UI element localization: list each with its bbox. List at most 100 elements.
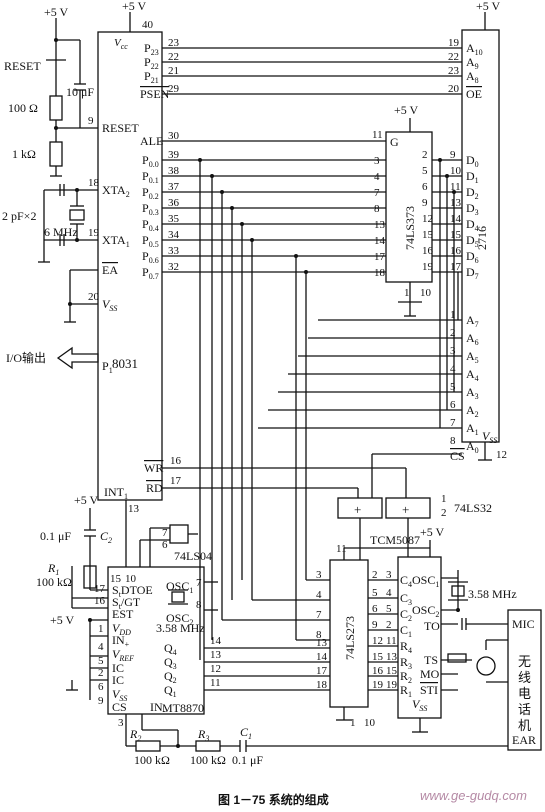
codec-in-pin: 2 xyxy=(386,619,392,631)
eprom-data-label: D5 xyxy=(466,233,479,249)
dtmf-vcc2-label: +5 V xyxy=(50,613,75,627)
dtmf-q2: Q2 xyxy=(164,669,177,685)
latch-in-pin: 17 xyxy=(374,251,386,263)
codec-in-pin: 11 xyxy=(386,635,397,647)
eprom-pin12: 12 xyxy=(496,449,507,461)
eprom-data-pin: 9 xyxy=(450,149,456,161)
inverter-74ls04-box xyxy=(169,524,189,544)
mcu-pin17: 17 xyxy=(170,475,182,487)
eprom-addr-pin: 5 xyxy=(450,381,456,393)
dtmf-vref: VREF xyxy=(112,647,134,663)
codec-in-pin: 19 xyxy=(386,679,398,691)
mcu-pin16: 16 xyxy=(170,455,182,467)
latch-74ls373-box xyxy=(385,131,433,283)
mcu-pin-number: 32 xyxy=(168,261,179,273)
eprom-data-label: D4 xyxy=(466,217,479,233)
buffer-pin1: 1 xyxy=(350,717,356,729)
mcu-p0-label: P0.6 xyxy=(142,249,159,265)
gate-frac-den: 2 xyxy=(441,507,447,519)
buffer-out-pin: 19 xyxy=(372,679,384,691)
dtmf-osc1: OSC1 xyxy=(166,579,193,595)
dtmf-pin2: 2 xyxy=(98,667,104,679)
eprom-addr-label: A1 xyxy=(466,421,479,437)
dtmf-vcc-label: +5 V xyxy=(74,493,99,507)
latch-in-pin: 18 xyxy=(374,267,386,279)
eprom-pin-number: 23 xyxy=(448,65,460,77)
dtmf-pin11: 11 xyxy=(210,677,221,689)
dtmf-c2-label: C2 xyxy=(100,529,112,545)
latch-gnd1: 1 xyxy=(404,287,410,299)
buffer-out-pin: 9 xyxy=(372,619,378,631)
mcu-xta1: XTA1 xyxy=(102,233,130,249)
buffer-out-pin: 5 xyxy=(372,587,378,599)
eprom-addr-pin: 8 xyxy=(450,435,456,447)
buffer-pin11: 11 xyxy=(336,543,347,555)
codec-in-pin: 3 xyxy=(386,569,392,581)
latch-out-pin: 15 xyxy=(422,229,434,241)
phone-mic: MIC xyxy=(512,617,535,631)
dtmf-mt8870-box xyxy=(107,566,205,715)
latch-out-pin: 12 xyxy=(422,213,433,225)
mcu-pin19: 19 xyxy=(88,227,100,239)
inverter-pin6: 6 xyxy=(162,539,168,551)
mcu-vss: VSS xyxy=(102,297,117,313)
mcu-pin-number: 35 xyxy=(168,213,180,225)
dtmf-vdd: VDD xyxy=(112,621,131,637)
eprom-pin-label: A8 xyxy=(466,69,479,85)
mcu-pin-label: P22 xyxy=(144,55,159,71)
codec-r-label: R4 xyxy=(400,639,412,655)
eprom-addr-label: A4 xyxy=(466,367,479,383)
eprom-addr-label: A0 xyxy=(466,439,479,455)
inverter-pin7: 7 xyxy=(162,527,168,539)
codec-in-pin: 13 xyxy=(386,651,398,663)
buffer-name: 74LS273 xyxy=(343,616,357,660)
buffer-in-pin: 4 xyxy=(316,589,322,601)
codec-ts: TS xyxy=(424,653,438,667)
codec-vcc-label: +5 V xyxy=(420,525,445,539)
dtmf-pin6: 6 xyxy=(98,681,104,693)
eprom-data-pin: 15 xyxy=(450,229,462,241)
dtmf-pin13: 13 xyxy=(210,649,222,661)
dtmf-ic1: IC xyxy=(112,661,124,675)
eprom-data-label: D0 xyxy=(466,153,479,169)
mcu-p0-label: P0.7 xyxy=(142,265,159,281)
mcu-ea: EA xyxy=(102,263,118,277)
crystal-freq-label: 6 MHz xyxy=(44,225,78,239)
eprom-data-pin: 14 xyxy=(450,213,462,225)
eprom-pin-number: 22 xyxy=(448,51,459,63)
mcu-name: 8031 xyxy=(112,356,138,371)
buffer-in-pin: 17 xyxy=(316,665,328,677)
dtmf-pin1: 1 xyxy=(98,623,104,635)
dtmf-cap-label: 0.1 μF xyxy=(40,529,71,543)
mcu-pin-number: 39 xyxy=(168,149,180,161)
mcu-p0-label: P0.3 xyxy=(142,201,159,217)
mcu-xta2: XTA2 xyxy=(102,183,130,199)
eprom-data-label: D1 xyxy=(466,169,479,185)
eprom-data-label: D6 xyxy=(466,249,479,265)
eprom-vss: VSS xyxy=(482,429,497,445)
mcu-pin-number: 21 xyxy=(168,65,179,77)
phone-label-char: 电 xyxy=(518,686,531,701)
eprom-data-pin: 17 xyxy=(450,261,462,273)
codec-to: TO xyxy=(424,619,440,633)
codec-osc2: OSC2 xyxy=(412,603,439,619)
latch-vcc-label: +5 V xyxy=(394,103,419,117)
buffer-out-pin: 15 xyxy=(372,651,384,663)
bottom-r3-val: 100 kΩ xyxy=(190,753,226,767)
dtmf-freq: 3.58 MHz xyxy=(156,621,205,635)
dtmf-pin5: 5 xyxy=(98,655,104,667)
dtmf-pin8: 8 xyxy=(196,599,202,611)
dtmf-r1-val: 100 kΩ xyxy=(36,575,72,589)
gate-name: 74LS32 xyxy=(454,501,492,515)
mcu-p0-label: P0.1 xyxy=(142,169,159,185)
eprom-addr-label: A3 xyxy=(466,385,479,401)
figure-caption: 图 1－75 系统的组成 xyxy=(218,792,329,807)
phone-label-char: 话 xyxy=(518,702,531,717)
eprom-pin-number: 20 xyxy=(448,83,460,95)
mcu-p0-label: P0.2 xyxy=(142,185,159,201)
dtmf-vss: VSS xyxy=(112,687,127,703)
mcu-rd: RD xyxy=(146,481,163,495)
